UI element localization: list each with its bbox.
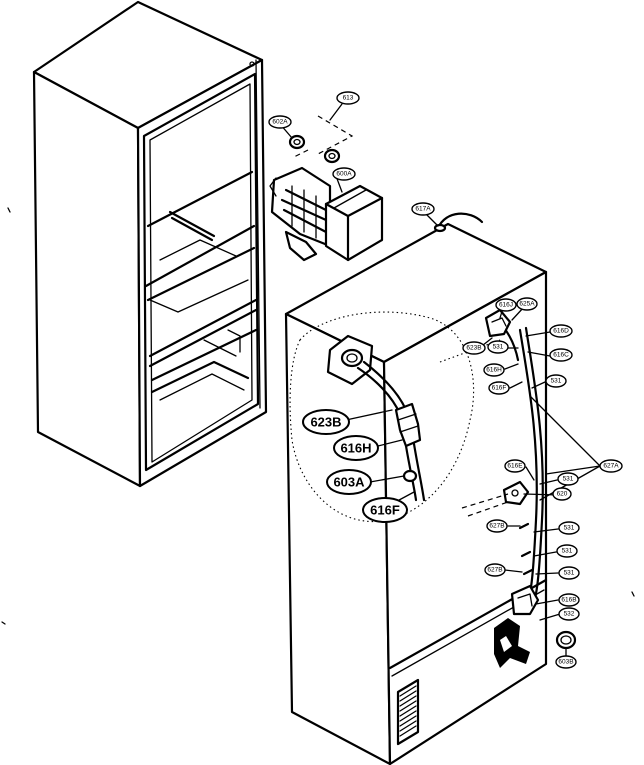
label-616f-small: 616F <box>488 381 510 395</box>
label-616b: 616B <box>558 593 580 607</box>
svg-text:531: 531 <box>563 476 574 483</box>
label-620: 620 <box>552 487 572 501</box>
vent-grille <box>396 678 420 746</box>
left-cabinet <box>32 0 268 488</box>
label-532: 532 <box>558 607 580 621</box>
svg-text:616J: 616J <box>499 302 513 309</box>
svg-text:531: 531 <box>564 525 575 532</box>
label-625a: 625A <box>516 297 538 311</box>
label-616j: 616J <box>495 298 517 312</box>
svg-text:531: 531 <box>564 570 575 577</box>
callout-623b: 623B <box>302 409 350 435</box>
label-531-d: 531 <box>558 521 580 535</box>
right-cabinet <box>284 212 548 765</box>
svg-text:627A: 627A <box>603 463 619 470</box>
label-627b-2: 627B <box>484 563 506 577</box>
label-531-c: 531 <box>557 472 579 486</box>
svg-text:627B: 627B <box>489 523 504 530</box>
detail-callout <box>289 311 501 522</box>
label-600a: 600A <box>332 167 356 181</box>
svg-text:600A: 600A <box>336 171 352 178</box>
callout-labels: 623B 616H 603A 616F <box>302 409 408 523</box>
svg-text:531: 531 <box>551 378 562 385</box>
svg-text:532: 532 <box>564 611 575 618</box>
svg-text:616B: 616B <box>561 597 576 604</box>
svg-text:616D: 616D <box>553 328 569 335</box>
label-616d: 616D <box>549 324 573 338</box>
label-616h-small: 616H <box>483 363 505 377</box>
svg-text:602A: 602A <box>272 119 288 126</box>
small-part-labels: 613 602A 600A 617A 616J 625A 616D 623B 5… <box>268 91 623 669</box>
svg-text:623B: 623B <box>310 415 341 430</box>
svg-text:616H: 616H <box>486 367 502 374</box>
svg-text:617A: 617A <box>415 206 431 213</box>
svg-text:616E: 616E <box>507 463 523 470</box>
svg-text:616C: 616C <box>553 352 569 359</box>
label-627a: 627A <box>599 459 623 473</box>
ice-maker-assembly <box>269 115 384 262</box>
callout-603a: 603A <box>326 469 372 495</box>
svg-text:616H: 616H <box>340 441 371 456</box>
label-627b: 627B <box>486 519 508 533</box>
callout-616h: 616H <box>333 435 379 461</box>
svg-text:616F: 616F <box>492 385 507 392</box>
label-531-f: 531 <box>558 566 580 580</box>
label-602a: 602A <box>268 115 292 129</box>
svg-text:603A: 603A <box>333 475 365 490</box>
label-531-e: 531 <box>556 544 578 558</box>
o-ring-part <box>555 630 577 650</box>
svg-text:620: 620 <box>557 491 568 498</box>
label-531-a: 531 <box>487 340 509 354</box>
svg-text:623B: 623B <box>466 345 481 352</box>
label-616e: 616E <box>504 459 526 473</box>
callout-616f: 616F <box>362 497 408 523</box>
svg-text:603B: 603B <box>558 659 573 666</box>
svg-text:531: 531 <box>562 548 573 555</box>
svg-text:627B: 627B <box>487 567 502 574</box>
label-531-b: 531 <box>545 374 567 388</box>
label-623b-small: 623B <box>462 341 486 355</box>
svg-text:625A: 625A <box>519 301 535 308</box>
svg-text:531: 531 <box>493 344 504 351</box>
svg-text:616F: 616F <box>370 503 400 518</box>
label-616c: 616C <box>549 348 573 362</box>
label-603b: 603B <box>555 655 577 669</box>
label-617a: 617A <box>411 202 435 216</box>
label-613: 613 <box>336 91 360 105</box>
svg-text:613: 613 <box>343 95 354 102</box>
